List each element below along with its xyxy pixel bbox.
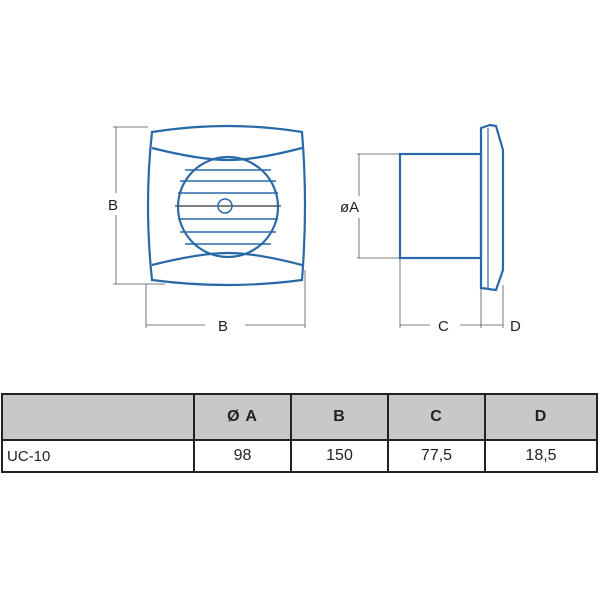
cell-model: UC-10 xyxy=(1,439,195,473)
flange-label: D xyxy=(510,318,521,335)
side-view xyxy=(398,123,505,292)
dimensions-table: Ø A B C D UC-10 98 150 77,5 18,5 xyxy=(1,393,598,473)
table-header-row: Ø A B C D xyxy=(1,393,598,441)
front-width-label: B xyxy=(218,318,228,335)
table-row: UC-10 98 150 77,5 18,5 xyxy=(1,439,598,473)
diameter-label: øA xyxy=(340,199,359,216)
depth-label: C xyxy=(438,318,449,335)
cell-c: 77,5 xyxy=(387,439,486,473)
header-d: D xyxy=(484,393,598,441)
fan-dimension-drawing: B B øA C D xyxy=(108,123,521,335)
cell-a: 98 xyxy=(193,439,292,473)
front-height-label: B xyxy=(108,197,118,214)
header-c: C xyxy=(387,393,486,441)
cell-d: 18,5 xyxy=(484,439,598,473)
header-model xyxy=(1,393,195,441)
cell-b: 150 xyxy=(290,439,389,473)
header-a: Ø A xyxy=(193,393,292,441)
dimension-lines xyxy=(113,126,504,328)
front-view xyxy=(146,124,307,287)
header-b: B xyxy=(290,393,389,441)
